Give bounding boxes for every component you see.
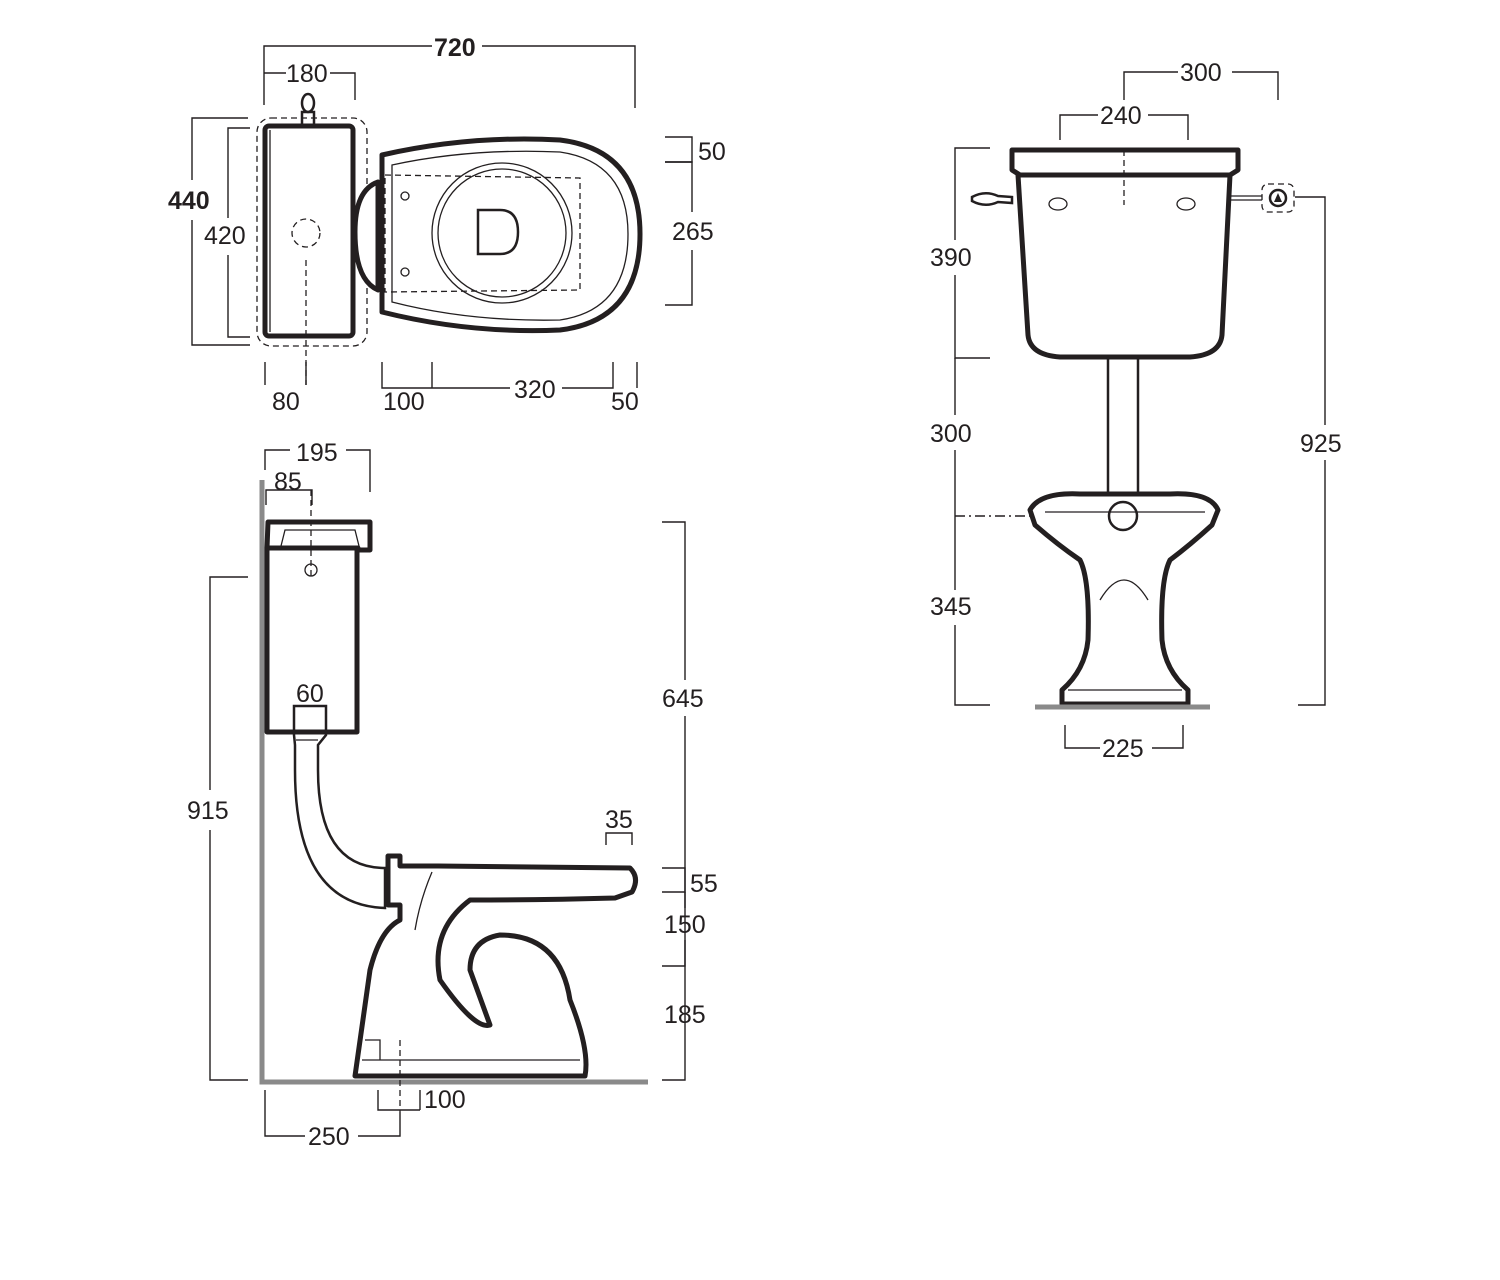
dim-outlet-diameter: 60	[296, 680, 324, 708]
dim-bowl-end: 50	[611, 388, 639, 416]
water-outlet-icon	[476, 208, 520, 256]
dim-overall-length: 720	[434, 34, 476, 62]
dim-tank-bottom-height: 915	[187, 797, 229, 825]
bowl-opening	[431, 162, 573, 304]
dim-outlet-offset: 80	[272, 388, 300, 416]
dim-outlet-from-wall: 250	[308, 1123, 350, 1151]
bowl-front	[1027, 491, 1221, 707]
dim-pan-height-front: 345	[930, 593, 972, 621]
lever-handle-icon	[970, 192, 1014, 206]
cistern-front-lid	[1009, 147, 1241, 178]
dim-inlet-height: 925	[1300, 430, 1342, 458]
dim-tank-height: 390	[930, 244, 972, 272]
lever-handle-icon	[300, 92, 316, 128]
dim-bowl-height: 150	[664, 911, 706, 939]
dim-seat-depth: 265	[672, 218, 714, 246]
cistern-top	[262, 123, 356, 339]
seat-lid-dashed	[384, 174, 581, 293]
dim-tank-height-total: 645	[662, 685, 704, 713]
dim-tank-width-front: 300	[1180, 59, 1222, 87]
front-view: 300 240 390 300 925 345 225	[930, 59, 1342, 763]
outlet-dashed-circle	[291, 218, 321, 248]
cistern-lid	[264, 519, 373, 553]
dim-rim-offset: 50	[698, 138, 726, 166]
flush-pipe-front	[1106, 355, 1140, 499]
dim-bowl-start: 100	[383, 388, 425, 416]
cistern-front	[1015, 172, 1233, 360]
bowl-outline	[379, 136, 643, 334]
dim-inlet-offset: 85	[274, 468, 302, 496]
dim-tank-projection: 195	[296, 439, 338, 467]
bowl-side	[352, 853, 638, 1079]
dim-overall-depth: 440	[168, 187, 210, 215]
dim-tank-depth: 420	[204, 222, 246, 250]
top-view: 720 180 440 420 50 265 80 100 320 50	[168, 34, 726, 416]
water-inlet-valve-icon	[1230, 183, 1295, 213]
dim-tank-width: 180	[286, 60, 328, 88]
dim-rim-width: 35	[605, 806, 633, 834]
flush-pipe	[292, 704, 387, 910]
dim-pipe-length: 300	[930, 420, 972, 448]
dim-bowl-length: 320	[514, 376, 556, 404]
dim-foot-width: 225	[1102, 735, 1144, 763]
dim-pan-height: 185	[664, 1001, 706, 1029]
dim-seat-height: 55	[690, 870, 718, 898]
wall-floor-line	[259, 480, 648, 1085]
cistern-side	[264, 545, 360, 735]
seat-hinge	[352, 179, 381, 293]
dim-outlet-width: 100	[424, 1086, 466, 1114]
side-view: 195 85 60 915 645 35 55 150 185 100 250	[187, 439, 718, 1151]
dim-fixing-centres: 240	[1100, 102, 1142, 130]
